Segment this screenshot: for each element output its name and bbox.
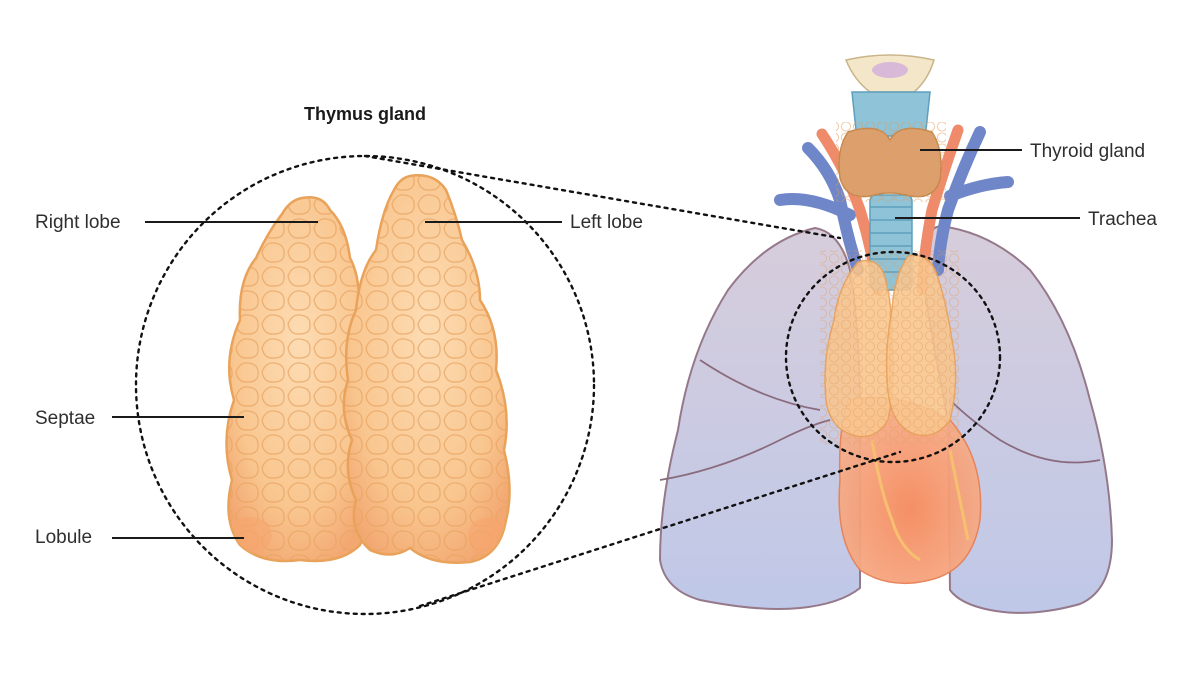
thyroid-gland: [836, 122, 946, 202]
lung-fissure-1: [699, 359, 821, 411]
lung-fissure-3: [949, 399, 1101, 464]
connector-bottom: [418, 450, 902, 608]
thymus-in-situ: [820, 250, 960, 445]
connector-top: [363, 154, 842, 240]
coronary-vessel-2: [948, 449, 970, 541]
label-right-lobe: Right lobe: [35, 212, 121, 233]
coronary-vessel-1: [870, 439, 921, 562]
neck-vessels: [774, 124, 1014, 296]
label-lobule: Lobule: [35, 527, 92, 548]
focus-circle: [784, 250, 1002, 464]
thymus-right-lobe: [225, 196, 372, 563]
label-left-lobe: Left lobe: [570, 212, 643, 233]
lung-fissure-2: [659, 419, 831, 481]
diagram-title: Thymus gland: [304, 104, 426, 124]
label-trachea: Trachea: [1088, 209, 1157, 230]
label-thyroid-gland: Thyroid gland: [1030, 141, 1145, 162]
label-septae: Septae: [35, 408, 95, 429]
thymus-left-lobe: [342, 174, 511, 564]
magnifier-circle: [134, 154, 596, 616]
